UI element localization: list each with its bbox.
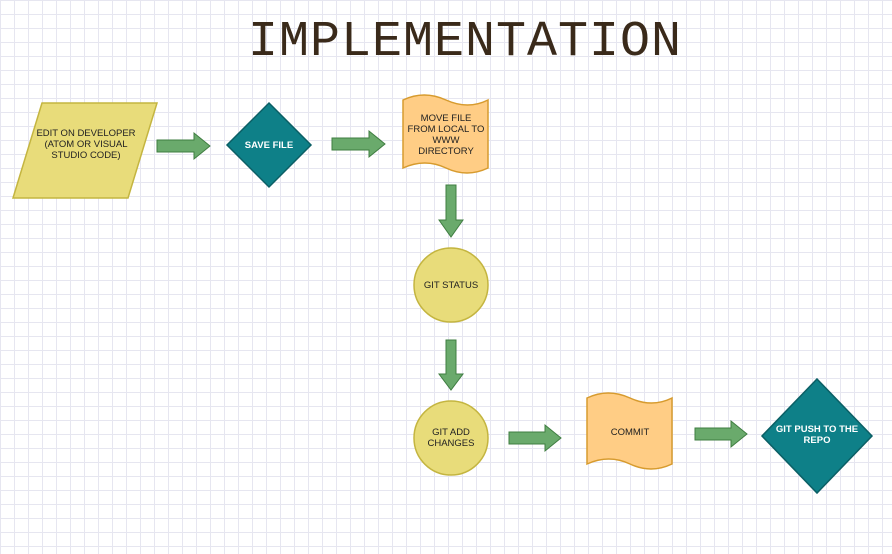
arrow-save-to-move	[331, 129, 386, 159]
arrow-move-to-status	[438, 184, 464, 238]
move-label: MOVE FILE FROM LOCAL TO WWW DIRECTORY	[407, 113, 485, 157]
arrow-commit-to-push	[694, 419, 748, 449]
status-label: GIT STATUS	[423, 279, 479, 291]
edit-parallelogram[interactable]	[11, 102, 159, 199]
push-label: GIT PUSH TO THE REPO	[775, 424, 859, 446]
commit-label: COMMIT	[610, 426, 650, 438]
save-diamond[interactable]	[225, 101, 313, 189]
arrow-add-to-commit	[508, 423, 562, 453]
arrow-edit-to-save	[156, 131, 211, 161]
commit-tape[interactable]	[586, 392, 673, 470]
save-label: SAVE FILE	[244, 139, 294, 151]
edit-label: EDIT ON DEVELOPER (ATOM OR VISUAL STUDIO…	[36, 127, 136, 161]
add-label: GIT ADD CHANGES	[427, 427, 475, 449]
arrow-status-to-add	[438, 339, 464, 391]
move-tape[interactable]	[402, 94, 489, 174]
push-diamond[interactable]	[760, 377, 874, 495]
status-circle[interactable]	[413, 247, 489, 323]
diagram-title: IMPLEMENTATION	[247, 14, 683, 71]
add-circle[interactable]	[413, 400, 489, 476]
